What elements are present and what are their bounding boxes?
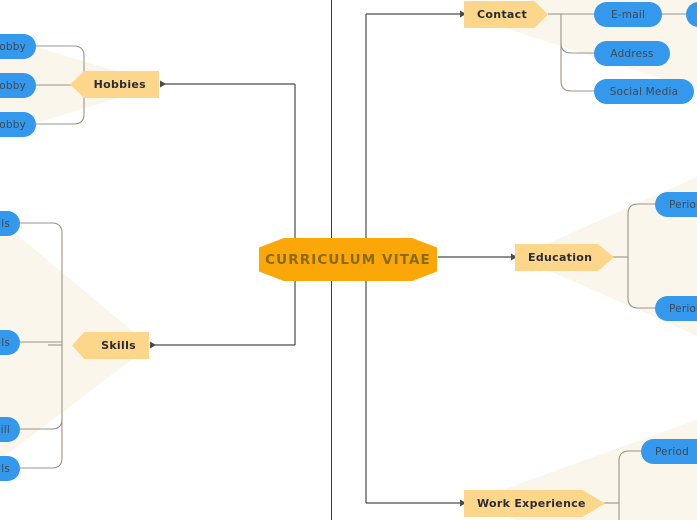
branch-node-contact[interactable]: Contact <box>464 1 548 28</box>
subnode-hobby-1[interactable]: Hobby <box>0 34 36 59</box>
link-contact-3 <box>560 80 594 92</box>
link-education-1 <box>627 203 655 215</box>
subnode-label: Hobby <box>0 40 26 53</box>
subnode-skill-1[interactable]: Skills <box>0 211 20 236</box>
subnode-label: E-mail <box>610 8 646 21</box>
subnode-address[interactable]: Address <box>594 41 670 66</box>
branch-label-hobbies: Hobbies <box>93 78 146 91</box>
link-skill-3 <box>20 418 63 430</box>
branch-node-skills[interactable]: Skills <box>72 332 149 359</box>
branch-label-work-experience: Work Experience <box>477 497 586 510</box>
subnode-label: Skills <box>0 217 10 230</box>
link-work-1 <box>618 450 641 462</box>
branch-node-work-experience[interactable]: Work Experience <box>464 490 605 517</box>
subnode-label: Social Media <box>609 85 679 98</box>
link-hobby-3 <box>36 113 85 125</box>
subnode-label: Hobby <box>0 118 26 131</box>
link-education-2 <box>627 297 655 309</box>
subnode-hobby-2[interactable]: Hobby <box>0 73 36 98</box>
central-node[interactable]: CURRICULUM VITAE <box>259 238 437 281</box>
subnode-label: Hobby <box>0 79 26 92</box>
subnode-label: Period <box>655 445 689 458</box>
branch-node-hobbies[interactable]: Hobbies <box>70 71 159 98</box>
subnode-email-child[interactable] <box>686 2 697 27</box>
subnode-work-period-1[interactable]: Period <box>641 439 697 464</box>
link-hobby-1 <box>36 45 85 57</box>
branch-node-education[interactable]: Education <box>515 244 614 271</box>
subnode-label: Skills <box>0 336 10 349</box>
subnode-label: Period <box>669 302 697 315</box>
subnode-label: Address <box>610 47 654 60</box>
link-skill-4 <box>20 457 63 469</box>
subnode-education-period-2[interactable]: Period <box>655 296 697 321</box>
subnode-education-period-1[interactable]: Period <box>655 192 697 217</box>
subnode-social-media[interactable]: Social Media <box>594 79 694 104</box>
subnode-label: Skill <box>0 423 10 436</box>
link-skill-1 <box>20 222 63 234</box>
subnode-hobby-3[interactable]: Hobby <box>0 112 36 137</box>
branch-label-skills: Skills <box>101 339 136 352</box>
subnode-email[interactable]: E-mail <box>594 2 662 27</box>
central-node-label: CURRICULUM VITAE <box>265 251 431 268</box>
wedge-skills <box>0 220 150 460</box>
branch-label-contact: Contact <box>477 8 528 21</box>
subnode-label: Period <box>669 198 697 211</box>
subnode-skill-4[interactable]: Skills <box>0 456 20 481</box>
subnode-label: Skills <box>0 462 10 475</box>
link-contact-2 <box>560 42 594 54</box>
subnode-skill-2[interactable]: Skills <box>0 330 20 355</box>
subnode-skill-3[interactable]: Skill <box>0 417 20 442</box>
branch-label-education: Education <box>528 251 593 264</box>
